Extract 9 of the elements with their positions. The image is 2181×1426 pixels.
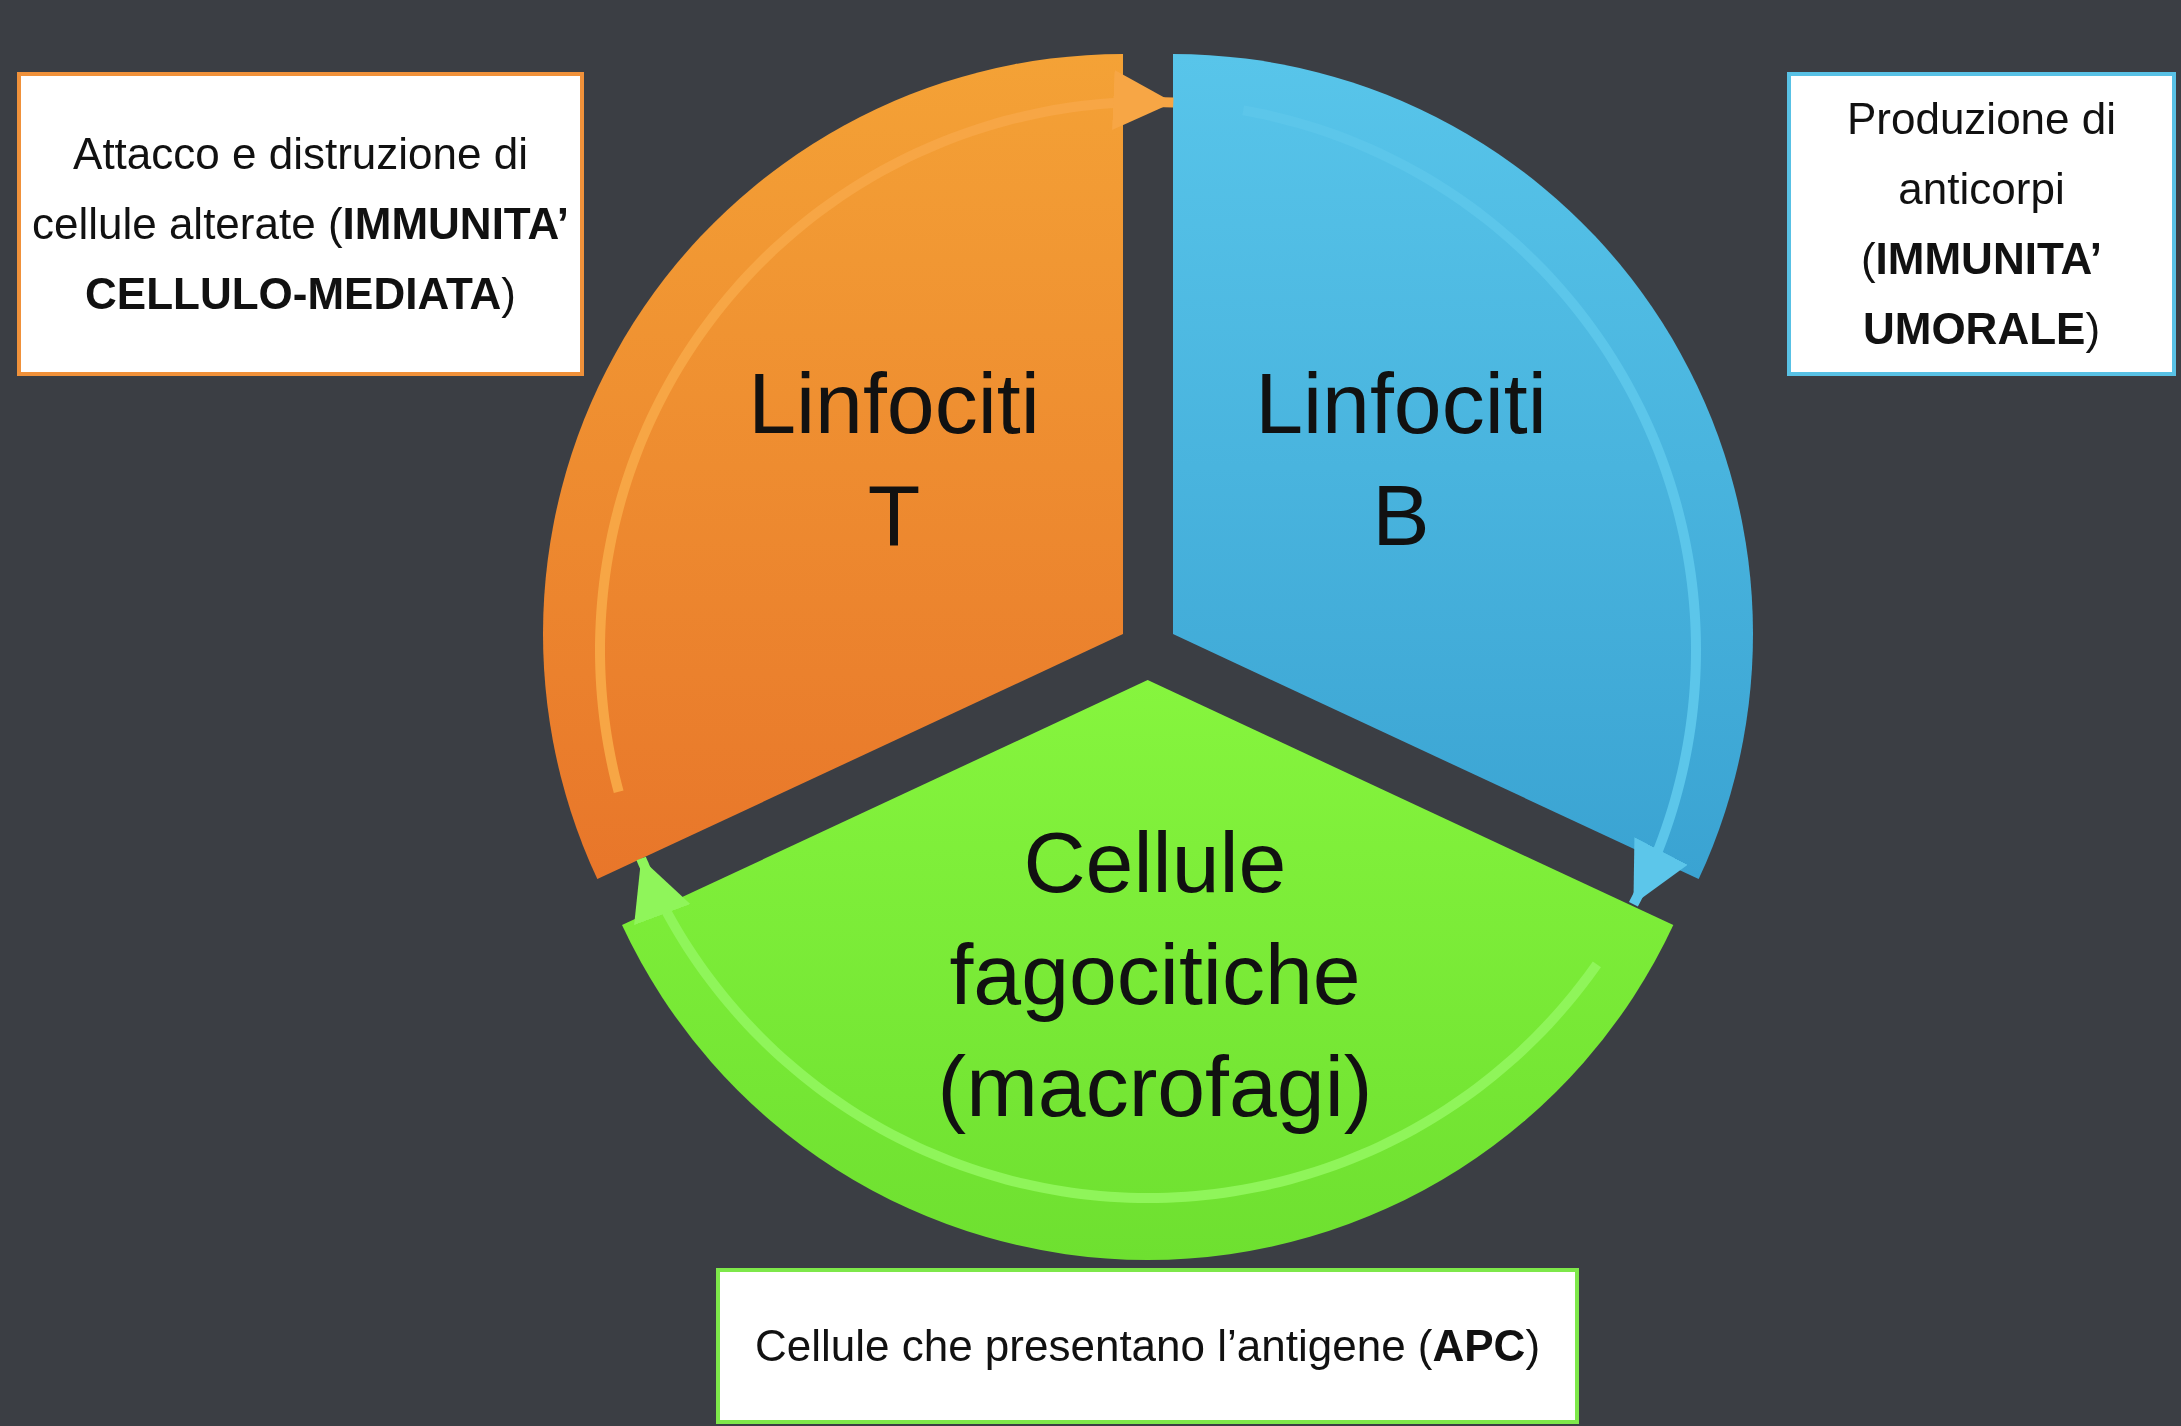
description-panel: Cellule che presentano l’antigene (APC) — [716, 1268, 1579, 1424]
description-panel: Produzione di anticorpi (IMMUNITA’ UMORALE) — [1787, 72, 2176, 376]
segment-label: Cellule fagocitiche (macrofagi) — [936, 813, 1374, 1136]
segment-label: Linfociti B — [1254, 354, 1548, 565]
cycle-arrow — [634, 856, 1601, 1203]
description-panel: Attacco e distruzione di cellule alterate (IMMUNITA’ CELLULO-MEDIATA) — [17, 72, 584, 376]
cycle-arrow — [595, 70, 1174, 794]
cycle-arrow — [1242, 105, 1701, 907]
segment-label: Linfociti T — [747, 354, 1041, 565]
